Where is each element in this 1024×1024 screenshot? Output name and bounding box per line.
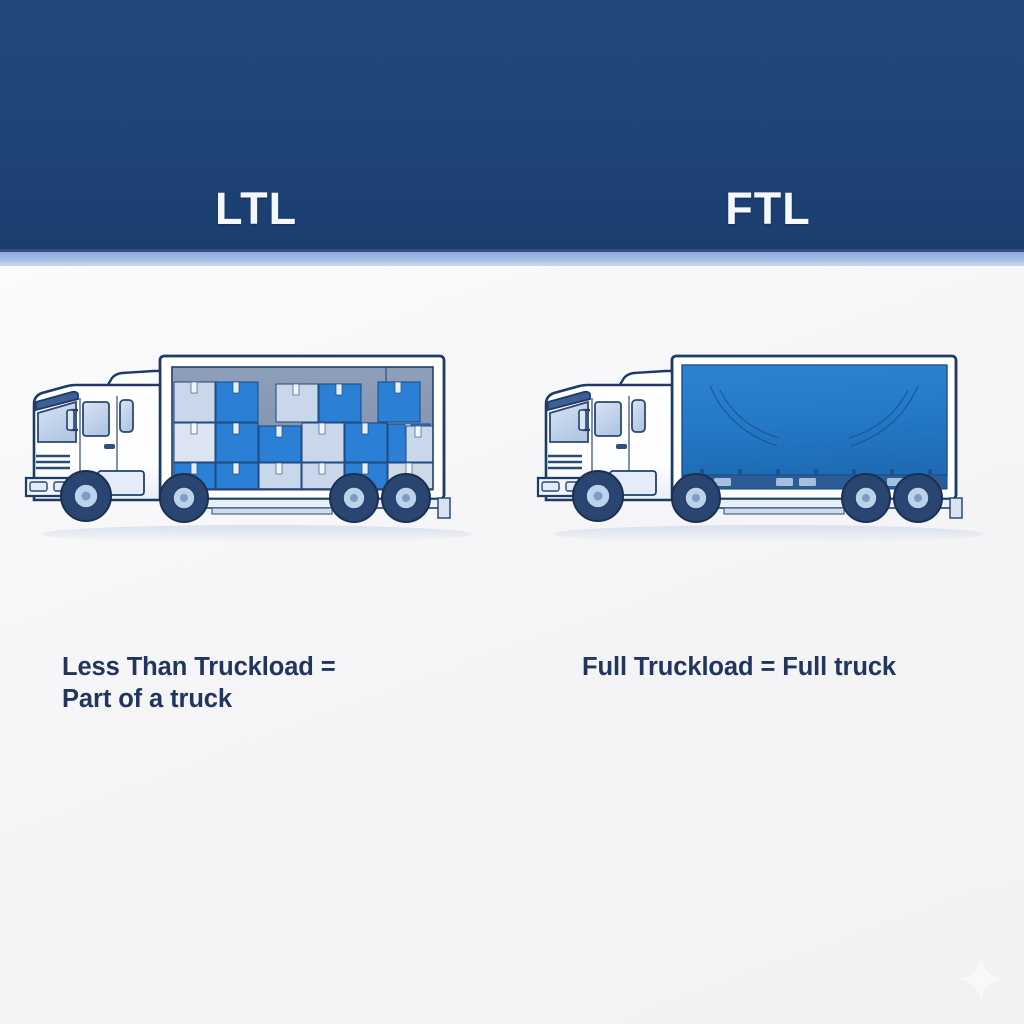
ftl-trailer <box>670 354 958 501</box>
ftl-chassis <box>675 497 963 519</box>
main-content-area: Less Than Truckload = Part of a truck <box>0 266 1024 1024</box>
ltl-truck-svg <box>24 354 472 543</box>
curtain-creases <box>709 385 919 447</box>
ftl-wheels <box>572 470 943 523</box>
ftl-caption: Full Truckload = Full truck <box>582 652 1002 684</box>
ltl-caption-line-1: Less Than Truckload = <box>62 653 336 681</box>
ftl-curtain-panel <box>681 364 948 476</box>
ltl-wheels <box>60 470 431 523</box>
ltl-caption: Less Than Truckload = Part of a truck <box>62 652 482 715</box>
ltl-cargo-boxes <box>173 381 434 491</box>
header-title-ltl: LTL <box>214 183 298 234</box>
ltl-cab <box>24 369 162 502</box>
ground-shadow <box>554 525 984 543</box>
header-title-ftl: FTL <box>725 183 811 234</box>
ground-shadow <box>42 525 472 543</box>
panel-ftl: Full Truckload = Full truck <box>512 266 1024 1024</box>
ftl-caption-line-1: Full Truckload = Full truck <box>582 653 896 681</box>
header-band: LTL FTL <box>0 0 1024 252</box>
header-divider-strip <box>0 252 1024 266</box>
ltl-caption-line-2: Part of a truck <box>62 684 232 713</box>
ftl-truck-illustration <box>524 338 1014 558</box>
ltl-truck-illustration <box>12 338 502 558</box>
ltl-trailer <box>158 354 446 501</box>
panel-ltl: Less Than Truckload = Part of a truck <box>0 266 512 1024</box>
ftl-truck-svg <box>536 354 984 543</box>
